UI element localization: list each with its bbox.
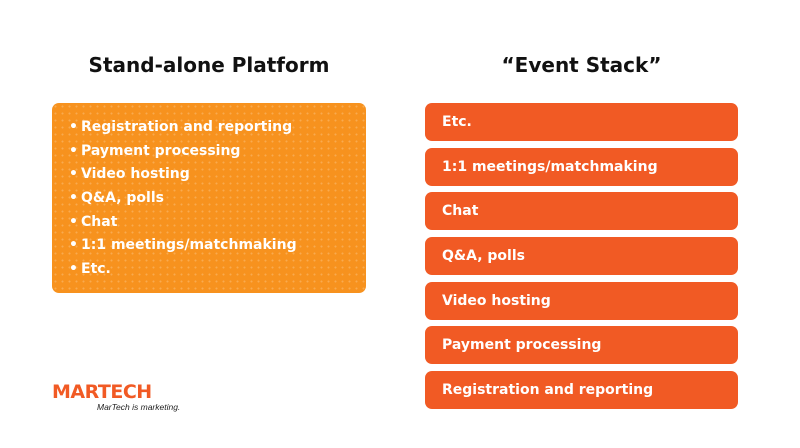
bullet: • [69, 261, 78, 278]
event-stack-layer: 1:1 meetings/matchmaking [425, 147, 738, 186]
event-stack-title: “Event Stack” [501, 53, 662, 77]
event-stack-layer: Payment processing [425, 326, 738, 365]
event-stack: Etc. 1:1 meetings/matchmaking Chat Q&A, … [425, 103, 738, 416]
platform-feature-item: •Registration and reporting [69, 116, 366, 140]
platform-feature-label: Registration and reporting [81, 119, 293, 135]
event-stack-layer: Q&A, polls [425, 237, 738, 276]
logo-tagline: MarTech is marketing. [97, 402, 181, 412]
event-stack-layer: Registration and reporting [425, 371, 738, 410]
platform-feature-item: •1:1 meetings/matchmaking [69, 234, 366, 258]
bullet: • [69, 166, 78, 183]
platform-feature-label: 1:1 meetings/matchmaking [81, 237, 297, 254]
platform-feature-label: Chat [81, 213, 118, 230]
bullet: • [69, 237, 78, 254]
platform-feature-item: •Etc. [69, 258, 366, 282]
event-stack-layer: Video hosting [425, 281, 738, 320]
bullet: • [69, 142, 78, 159]
logo-wordmark: MARTECH [52, 381, 152, 403]
platform-feature-item: •Payment processing [69, 140, 366, 164]
bullet: • [69, 119, 78, 135]
platform-feature-list: •Registration and reporting •Payment pro… [69, 116, 366, 282]
platform-feature-item: •Video hosting [69, 163, 366, 187]
bullet: • [69, 190, 78, 207]
platform-feature-label: Q&A, polls [81, 190, 164, 207]
platform-feature-item: •Q&A, polls [69, 187, 366, 211]
stand-alone-platform-title: Stand-alone Platform [88, 53, 330, 77]
event-stack-layer: Chat [425, 192, 738, 231]
martech-logo: MARTECH MarTech is marketing. [52, 382, 180, 412]
platform-feature-label: Video hosting [81, 166, 190, 183]
platform-feature-label: Payment processing [81, 142, 241, 159]
stand-alone-platform-box: •Registration and reporting •Payment pro… [52, 103, 366, 293]
platform-feature-item: •Chat [69, 211, 366, 235]
bullet: • [69, 213, 78, 230]
event-stack-layer: Etc. [425, 103, 738, 141]
platform-feature-label: Etc. [81, 261, 111, 278]
